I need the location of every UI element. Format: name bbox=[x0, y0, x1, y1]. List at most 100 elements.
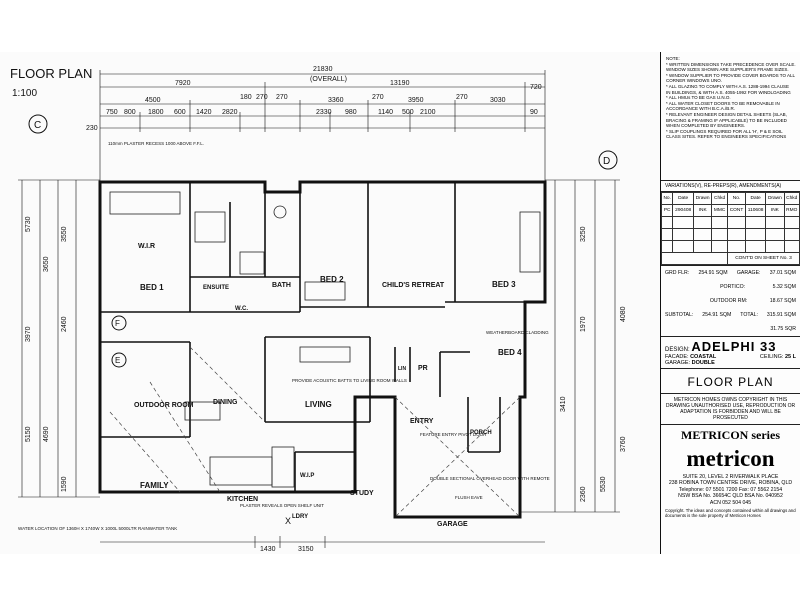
dim-90: 90 bbox=[530, 109, 538, 116]
address-line-2: 238 ROBINA TOWN CENTRE DRIVE, ROBINA, QL… bbox=[668, 480, 793, 487]
room-wip: W.I.P bbox=[300, 473, 314, 479]
room-family: FAMILY bbox=[140, 481, 169, 490]
address-line-1: SUITE 20, LEVEL 2 RIVERWALK PLACE bbox=[682, 474, 779, 480]
dim-2100: 2100 bbox=[420, 109, 436, 116]
licence-line: NSW BSA No. 36654C QLD BSA No. 040952 bbox=[678, 493, 783, 500]
revision-header-row: No. Date Drawn Chkd No. Date Drawn Chkd bbox=[660, 192, 800, 205]
room-ldry: LDRY bbox=[292, 514, 308, 520]
marker-e-circle bbox=[111, 352, 127, 368]
note-line: IN BUILDINGS, & WITH A.S. 4055-1992 FOR … bbox=[666, 89, 791, 95]
area-value: 31.75 SQR bbox=[770, 326, 796, 332]
revision-row: PC 290408 INK MMC CONT 110608 INK RMO bbox=[660, 204, 800, 217]
design-info: DESIGN: ADELPHI 33 FACADE: COASTAL CEILI… bbox=[661, 336, 800, 368]
area-row: SUBTOTAL: 254.91 SQM TOTAL: 315.91 SQM bbox=[661, 308, 800, 322]
interior-walls bbox=[100, 182, 545, 517]
dim-4500: 4500 bbox=[145, 97, 161, 104]
note-line: * RELEVANT ENGINEER DESIGN DETAIL SHEETS… bbox=[666, 111, 787, 117]
dim-left-1590: 1590 bbox=[61, 476, 68, 492]
dim-right-3410: 3410 bbox=[560, 396, 567, 412]
dim-bottom-3150: 3150 bbox=[298, 546, 314, 553]
room-porch: PORCH bbox=[470, 430, 492, 436]
plan-scale: 1:100 bbox=[12, 88, 37, 99]
note-line: NOTE: bbox=[666, 56, 680, 61]
dim-180: 180 bbox=[240, 94, 252, 101]
room-childs-retreat: CHILD'S RETREAT bbox=[382, 282, 445, 289]
rev-col-chkd-2: Chkd bbox=[783, 192, 800, 205]
note-line: ACCORDANCE WITH B.C.A./B.R. bbox=[666, 106, 736, 112]
room-bed-2: BED 2 bbox=[320, 275, 344, 284]
dashed-ceiling-lines bbox=[109, 346, 521, 518]
brand-logo: metricon bbox=[686, 446, 775, 471]
section-mark-x: X bbox=[285, 516, 291, 526]
note-plaster-reveals: PLASTER REVEALS OPEN SHELF UNIT bbox=[240, 503, 324, 508]
rev-col-date: Date bbox=[672, 192, 694, 205]
marker-f-circle bbox=[111, 315, 127, 331]
dim-270a: 270 bbox=[256, 94, 268, 101]
exterior-walls bbox=[98, 180, 547, 519]
note-garage-door: DOUBLE SECTIONAL OVERHEAD DOOR WITH REMO… bbox=[430, 476, 550, 481]
revision-row-empty bbox=[660, 228, 800, 241]
floor-plan-drawing: FLOOR PLAN 1:100 C D E F bbox=[0, 52, 660, 554]
marker-e: E bbox=[115, 356, 120, 365]
area-label: OUTDOOR RM: bbox=[709, 298, 748, 304]
rev-col-drawn: Drawn bbox=[692, 192, 713, 205]
variations-heading: VARIATIONS(V), RE-PREPS(R), AMENDMENTS(A… bbox=[661, 180, 800, 191]
general-notes: NOTE: * WRITTEN DIMENSIONS TAKE PRECEDEN… bbox=[661, 52, 800, 180]
area-row: OUTDOOR RM: 18.67 SQM bbox=[661, 294, 800, 308]
acn-line: ACN 052 504 045 bbox=[709, 499, 752, 506]
dim-3950: 3950 bbox=[408, 97, 424, 104]
dim-2330: 2330 bbox=[316, 109, 332, 116]
dim-230: 230 bbox=[86, 125, 98, 132]
dim-right-4080: 4080 bbox=[620, 306, 627, 322]
plan-title: FLOOR PLAN bbox=[10, 66, 92, 81]
room-kitchen: KITCHEN bbox=[227, 496, 258, 503]
marker-c-circle bbox=[28, 114, 48, 134]
room-pr: PR bbox=[418, 365, 428, 372]
marker-f: F bbox=[115, 319, 120, 328]
area-label: SUBTOTAL: bbox=[665, 312, 694, 318]
floor-plan-svg: FLOOR PLAN 1:100 C D E F bbox=[10, 66, 627, 553]
dim-500: 500 bbox=[402, 109, 414, 116]
area-row: GRD FLR: 254.91 SQM GARAGE: 37.01 SQM bbox=[661, 266, 800, 280]
rev-col-no-2: No. bbox=[726, 192, 746, 205]
facade-line: FACADE: COASTAL CEILING: 25 L bbox=[665, 354, 796, 360]
note-line: BRACING & FRAMING IF APPLICABLE) TO BE I… bbox=[666, 117, 787, 123]
room-entry: ENTRY bbox=[410, 418, 434, 425]
ceiling-label: CEILING: bbox=[759, 354, 784, 360]
dim-left-4690: 4690 bbox=[43, 426, 50, 442]
rev-col-no: No. bbox=[660, 192, 674, 205]
note-line: WINDOW SIZES SHOWN ARE SUPPLIER'S FRAME … bbox=[666, 67, 789, 73]
rev-cell: RMO bbox=[783, 204, 800, 217]
rev-cell: INK bbox=[765, 204, 785, 217]
dim-left-3550: 3550 bbox=[61, 226, 68, 242]
note-weatherboard: WEATHERBOARD CLADDING bbox=[486, 330, 549, 335]
cont-sheet-note: CONT'D ON SHEET No. 3 bbox=[726, 252, 800, 265]
dim-left-5730: 5730 bbox=[25, 216, 32, 232]
dimension-lines-bottom bbox=[100, 536, 545, 548]
dim-right-3250: 3250 bbox=[580, 226, 587, 242]
dim-7920: 7920 bbox=[175, 80, 191, 87]
marker-d: D bbox=[603, 156, 610, 167]
fixtures bbox=[109, 191, 541, 488]
rev-cell: CONT bbox=[726, 204, 746, 217]
copyright-notice: METRICON HOMES OWNS COPYRIGHT IN THIS DR… bbox=[661, 393, 800, 424]
note-line: * WRITTEN DIMENSIONS TAKE PRECEDENCE OVE… bbox=[666, 61, 796, 67]
room-living: LIVING bbox=[305, 400, 332, 409]
garage-line: GARAGE: DOUBLE bbox=[665, 360, 796, 366]
note-line: * ALL GLAZING TO COMPLY WITH A.S. 1288-1… bbox=[666, 83, 790, 89]
dim-left-5150: 5150 bbox=[25, 426, 32, 442]
note-entry-door: FEATURE ENTRY PIVOT DOOR bbox=[420, 432, 487, 437]
rev-cell: 290408 bbox=[672, 204, 694, 217]
design-name: ADELPHI 33 bbox=[691, 339, 777, 354]
facade-label: FACADE: bbox=[665, 354, 689, 360]
dim-1800: 1800 bbox=[148, 109, 164, 116]
title-block: NOTE: * WRITTEN DIMENSIONS TAKE PRECEDEN… bbox=[660, 52, 800, 554]
room-outdoor-room: OUTDOOR ROOM bbox=[134, 402, 194, 409]
room-bath: BATH bbox=[272, 282, 291, 289]
revision-row-empty bbox=[660, 240, 800, 253]
area-row: 31.75 SQR bbox=[661, 322, 800, 336]
design-label: DESIGN: bbox=[665, 347, 690, 353]
note-line: CLASS SITES. REFER TO ENGINEERS SPECIFIC… bbox=[666, 134, 787, 140]
dim-750: 750 bbox=[106, 109, 118, 116]
dim-right-1970: 1970 bbox=[580, 316, 587, 332]
